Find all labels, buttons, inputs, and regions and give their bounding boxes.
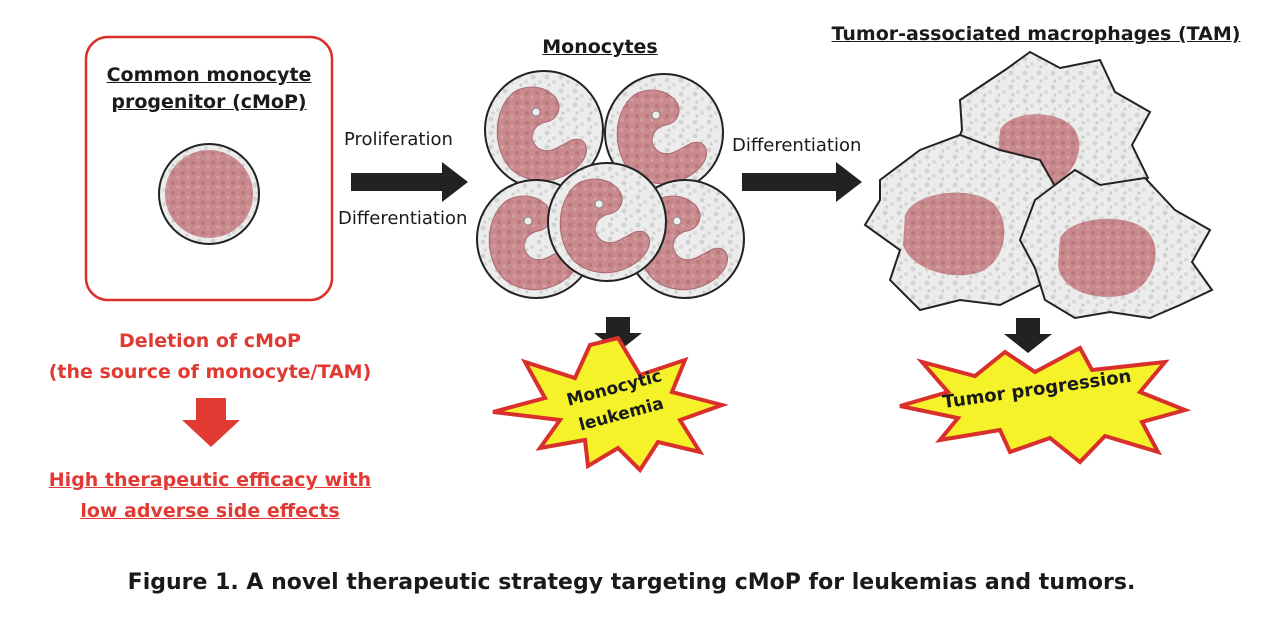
- tam-title: Tumor-associated macrophages (TAM): [831, 23, 1241, 45]
- arrow-proliferation: [351, 162, 468, 202]
- burst-tumor: [899, 345, 1192, 465]
- cmop-title: Common monocyte progenitor (cMoP): [88, 62, 330, 116]
- cmop-cell: [158, 143, 260, 245]
- arrow-down-monocytes: [594, 317, 642, 352]
- arrow-down-red: [182, 398, 240, 447]
- figure-caption: Figure 1. A novel therapeutic strategy t…: [127, 570, 1136, 595]
- differentiation-label-1: Differentiation: [338, 208, 468, 229]
- differentiation-label-2: Differentiation: [732, 135, 862, 156]
- efficacy-text: High therapeutic efficacy with low adver…: [20, 465, 400, 527]
- proliferation-label: Proliferation: [344, 129, 453, 150]
- arrow-down-tam: [1004, 318, 1052, 353]
- monocyte-cells: [476, 70, 745, 299]
- deletion-line2: (the source of monocyte/TAM): [48, 361, 372, 383]
- cmop-box: [84, 35, 334, 302]
- deletion-line1: Deletion of cMoP: [119, 330, 301, 352]
- efficacy-line1: High therapeutic efficacy with: [48, 469, 372, 491]
- cmop-title-line1: Common monocyte: [106, 64, 312, 86]
- arrow-differentiation: [742, 162, 862, 202]
- monocytes-title: Monocytes: [542, 36, 658, 58]
- tam-cells: [863, 50, 1214, 320]
- deletion-text: Deletion of cMoP (the source of monocyte…: [20, 326, 400, 388]
- efficacy-line2: low adverse side effects: [80, 500, 340, 522]
- burst-leukemia: [492, 335, 729, 474]
- cmop-title-line2: progenitor (cMoP): [111, 91, 307, 113]
